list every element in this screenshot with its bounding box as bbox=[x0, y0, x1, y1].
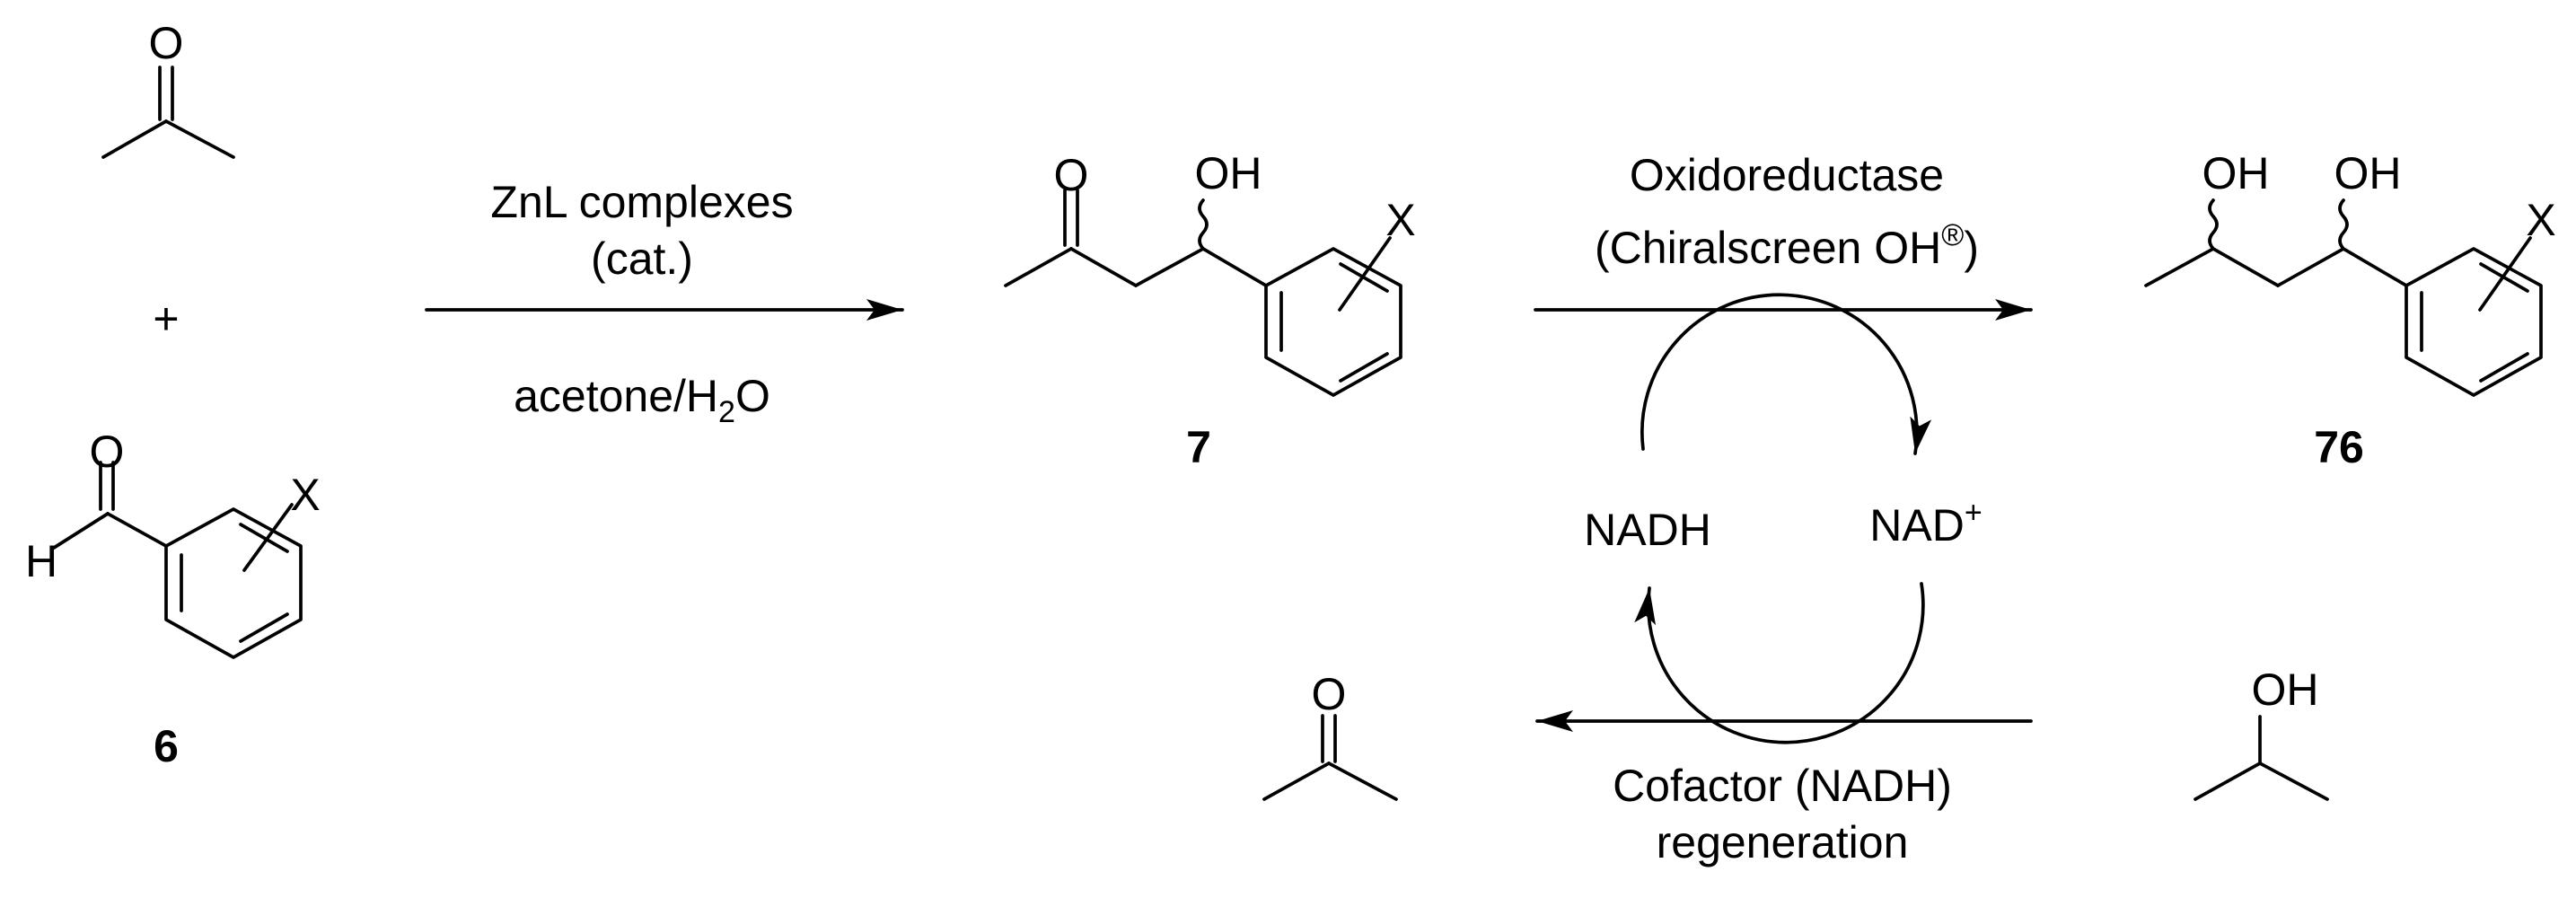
hydroxyl-group: OH bbox=[1195, 148, 1262, 198]
regeneration-label-2: regeneration bbox=[1657, 817, 1909, 867]
nad-plus-label: NAD+ bbox=[1869, 496, 1982, 550]
compound-label-6: 6 bbox=[154, 721, 179, 771]
substituent-x: X bbox=[290, 470, 320, 520]
catalyst-label: ZnL complexes bbox=[490, 177, 793, 227]
aldol-product-7: O OH X bbox=[1004, 148, 1416, 397]
aldehyde-oxygen: O bbox=[90, 427, 125, 477]
hydroxyl-group-2: OH bbox=[2334, 148, 2402, 198]
cofactor-cycle bbox=[1634, 293, 1931, 744]
acetone-byproduct: O bbox=[1262, 669, 1398, 801]
hydroxyl-group-1: OH bbox=[2202, 148, 2270, 198]
catalyst-amount-label: (cat.) bbox=[591, 233, 693, 284]
compound-label-7: 7 bbox=[1186, 422, 1211, 472]
compound-label-76: 76 bbox=[2314, 422, 2364, 472]
byproduct-oxygen: O bbox=[1312, 669, 1347, 719]
plus-sign: + bbox=[153, 294, 179, 344]
enzyme-product-label: (Chiralscreen OH®) bbox=[1595, 218, 1979, 273]
isopropanol-reagent: OH bbox=[2194, 665, 2329, 801]
acetone-oxygen: O bbox=[149, 18, 184, 68]
diol-product-76: OH OH X bbox=[2144, 148, 2556, 397]
enzyme-label: Oxidoreductase bbox=[1630, 150, 1944, 200]
aldehyde-hydrogen: H bbox=[25, 536, 57, 586]
ketone-oxygen: O bbox=[1054, 150, 1089, 200]
benzaldehyde-6: O H X bbox=[25, 427, 321, 659]
substituent-x: X bbox=[2526, 195, 2555, 245]
acetone-reactant: O bbox=[101, 18, 235, 159]
solvent-label: acetone/H2O bbox=[514, 371, 770, 429]
substituent-x: X bbox=[1385, 195, 1415, 245]
isopropanol-hydroxyl: OH bbox=[2252, 665, 2319, 715]
regeneration-label: Cofactor (NADH) bbox=[1613, 761, 1952, 811]
nadh-label: NADH bbox=[1584, 505, 1711, 555]
